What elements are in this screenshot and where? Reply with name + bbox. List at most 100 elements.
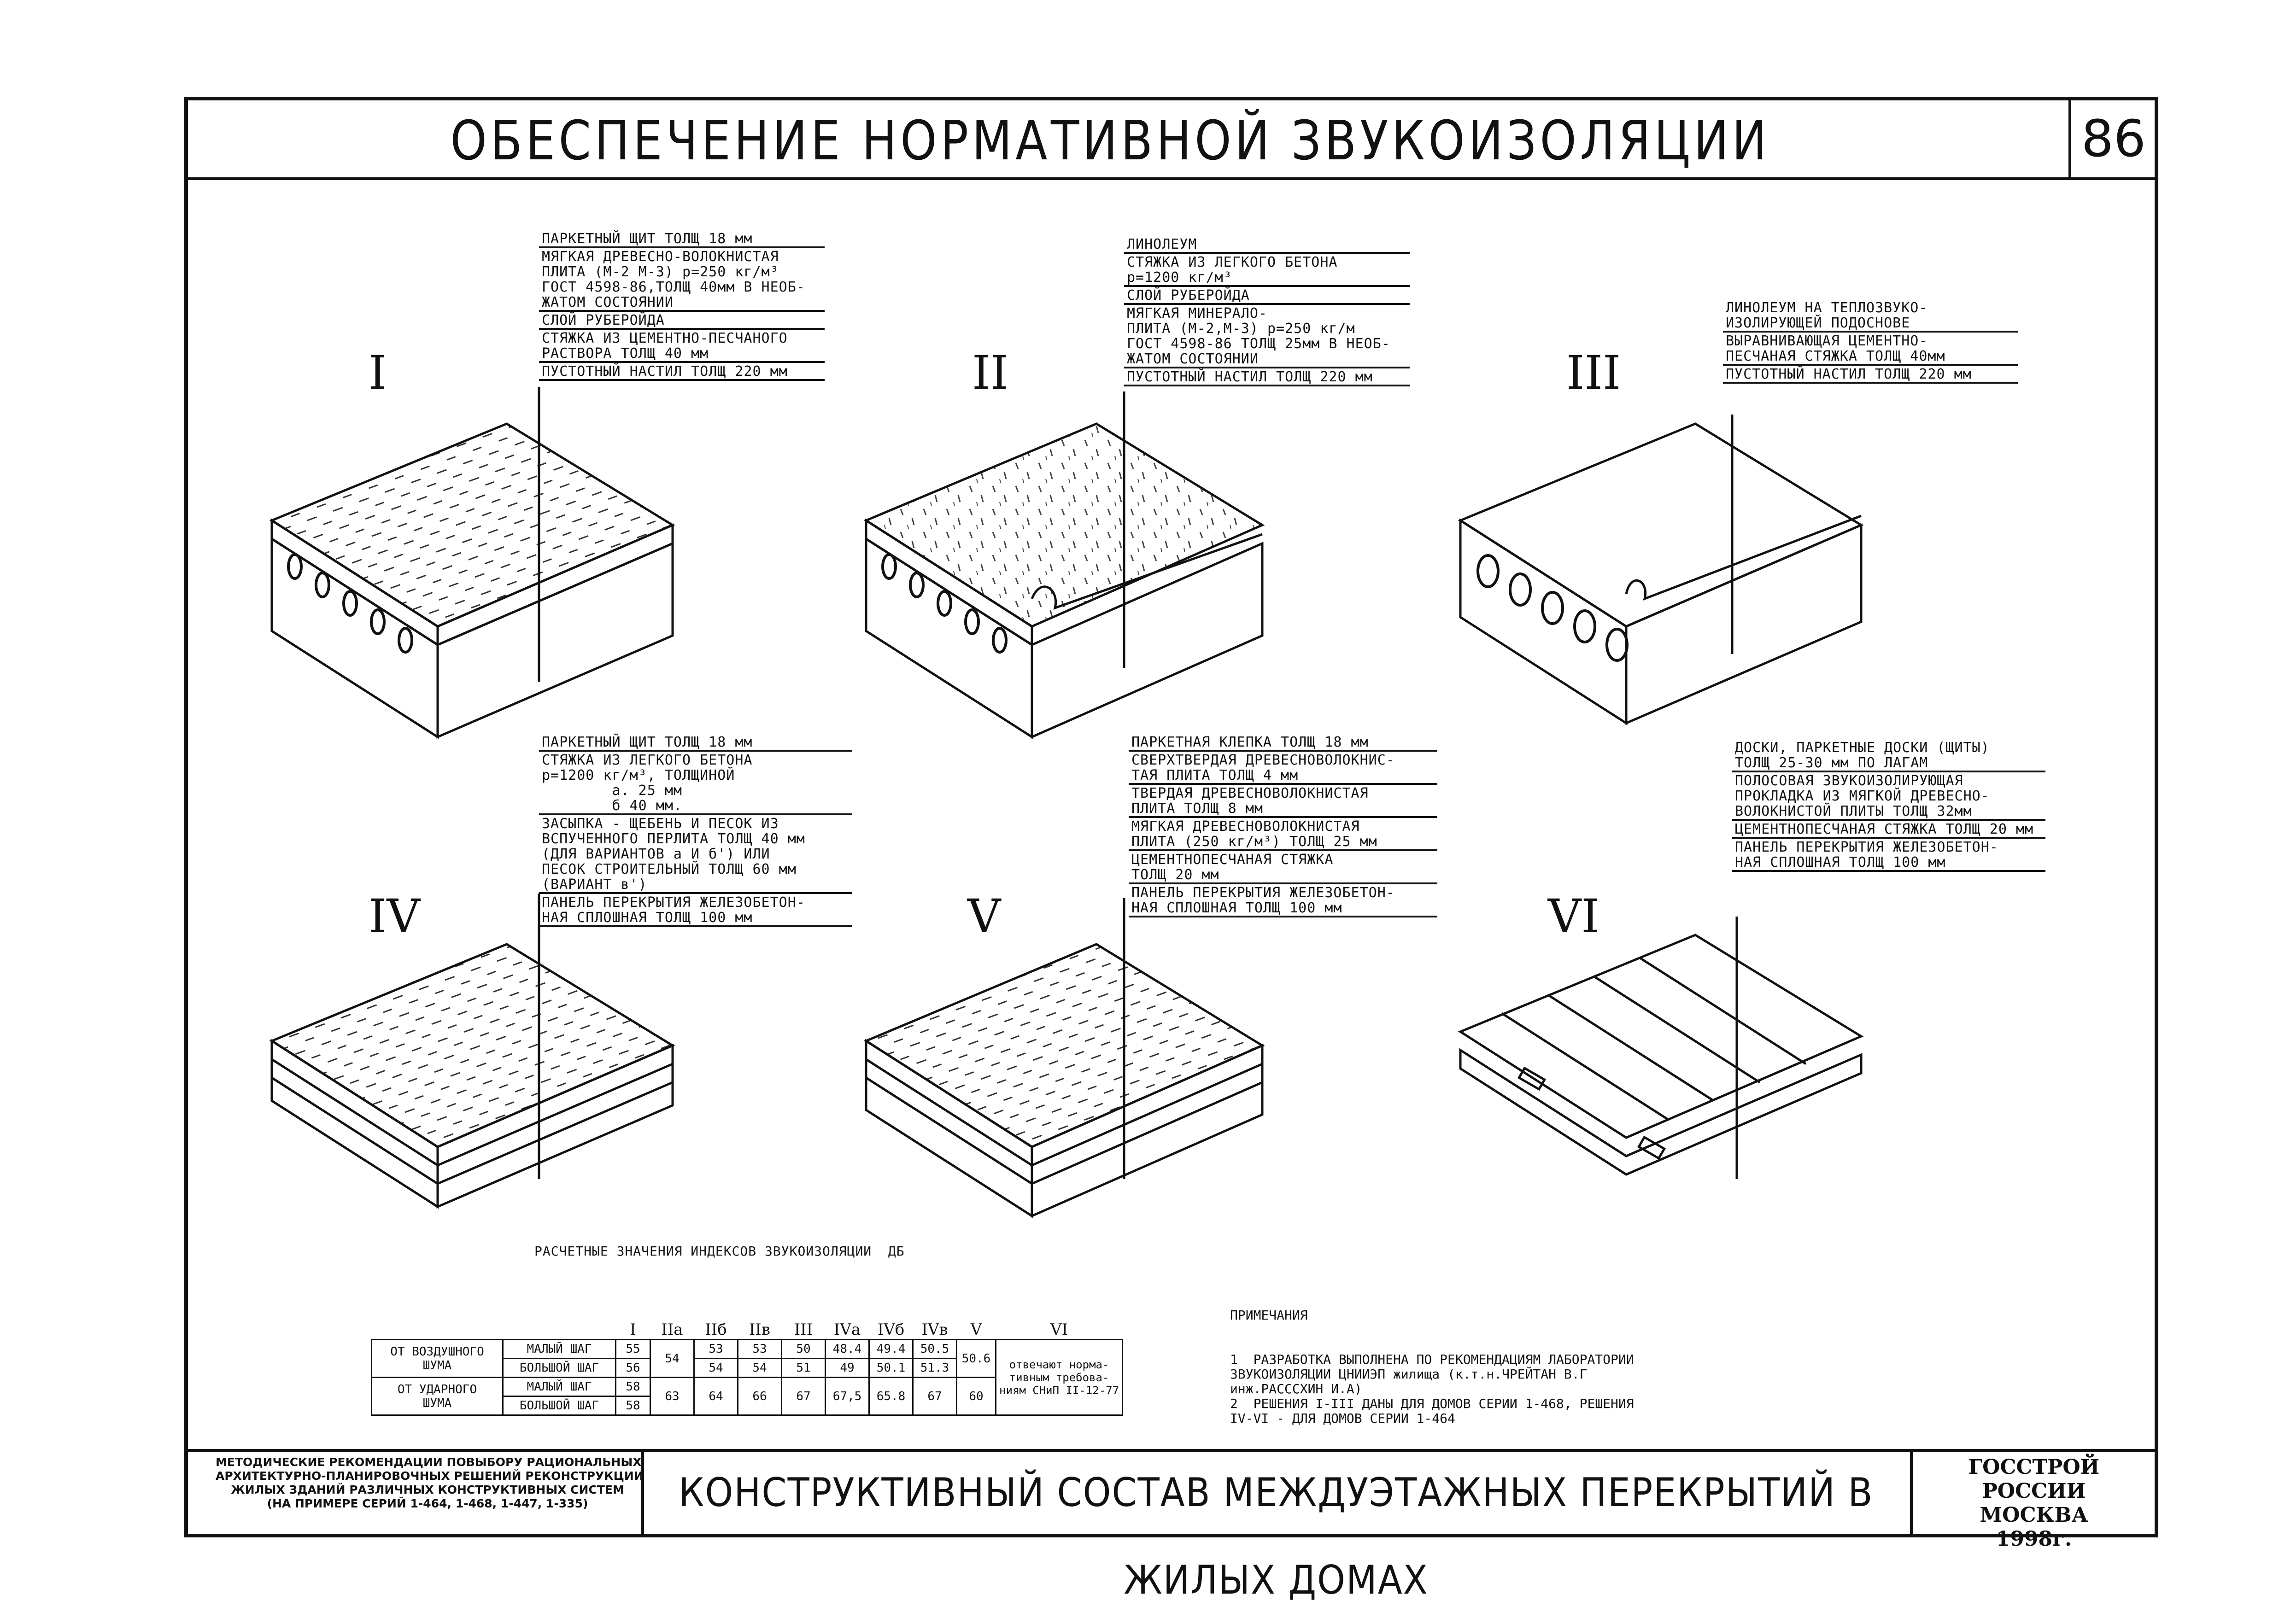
variant-label-2: II <box>972 346 1009 400</box>
drawing-variant-3 <box>1458 415 1864 725</box>
notes-text: 1 РАЗРАБОТКА ВЫПОЛНЕНА ПО РЕКОМЕНДАЦИЯМ … <box>1230 1352 1634 1426</box>
table-cell: 67 <box>781 1377 826 1416</box>
layer-4: СТЯЖКА ИЗ ЦЕМЕНТНО-ПЕСЧАНОГО РАСТВОРА ТО… <box>539 330 825 363</box>
layer-1: ПАРКЕТНЫЙ ЩИТ ТОЛЩ 18 мм <box>539 230 825 248</box>
sheet-number-box <box>2068 100 2159 177</box>
table-cell: 50.6 <box>956 1339 996 1378</box>
organization-year: 1998г. <box>1996 1527 2072 1551</box>
table-cell: 53 <box>737 1339 782 1359</box>
table-cell: 67,5 <box>825 1377 870 1416</box>
variant-label-1: I <box>369 346 387 400</box>
layer-6: ПАНЕЛЬ ПЕРЕКРЫТИЯ ЖЕЛЕЗОБЕТОН- НАЯ СПЛОШ… <box>1129 884 1437 917</box>
table-cell: 48.4 <box>825 1339 870 1359</box>
step-label: БОЛЬШОЙ ШАГ <box>502 1358 616 1378</box>
variant-label-6: VI <box>1548 889 1599 943</box>
layer-5: ЦЕМЕНТНОПЕСЧАНАЯ СТЯЖКА ТОЛЩ 20 мм <box>1129 851 1437 884</box>
col-header: IIб <box>705 1320 727 1339</box>
table-cell: 58 <box>615 1377 651 1397</box>
col-header: I <box>630 1320 636 1339</box>
layer-1: ДОСКИ, ПАРКЕТНЫЕ ДОСКИ (ЩИТЫ) ТОЛЩ 25-30… <box>1732 739 2045 772</box>
step-label: БОЛЬШОЙ ШАГ <box>502 1396 616 1416</box>
col-header: III <box>794 1320 813 1339</box>
organization-name: ГОССТРОЙ РОССИИ <box>1968 1455 2100 1503</box>
table-cell: 67 <box>912 1377 957 1416</box>
insulation-index-table: I IIа IIб IIв III IVа IVб IVв V VI ОТ ВО… <box>371 1314 1124 1416</box>
step-label: МАЛЫЙ ШАГ <box>502 1339 616 1359</box>
layer-3: СЛОЙ РУБЕРОЙДА <box>539 312 825 330</box>
layer-3: ТВЕРДАЯ ДРЕВЕСНОВОЛОКНИСТАЯ ПЛИТА ТОЛЩ 8… <box>1129 785 1437 818</box>
methodology-caption: МЕТОДИЧЕСКИЕ РЕКОМЕНДАЦИИ ПОВЫБОРУ РАЦИО… <box>216 1455 644 1510</box>
legend-variant-6: ДОСКИ, ПАРКЕТНЫЕ ДОСКИ (ЩИТЫ) ТОЛЩ 25-30… <box>1732 739 2045 872</box>
legend-variant-3: ЛИНОЛЕУМ НА ТЕПЛОЗВУКО- ИЗОЛИРУЮЩЕЙ ПОДО… <box>1723 299 2018 384</box>
table-cell: 49 <box>825 1358 870 1378</box>
table-cell: 50.5 <box>912 1339 957 1359</box>
layer-2: ПОЛОСОВАЯ ЗВУКОИЗОЛИРУЮЩАЯ ПРОКЛАДКА ИЗ … <box>1732 772 2045 821</box>
drawing-frame <box>184 97 2158 1537</box>
col-header: IIа <box>661 1320 683 1339</box>
layer-1: ПАРКЕТНЫЙ ЩИТ ТОЛЩ 18 мм <box>539 734 852 752</box>
table-cell: 51 <box>781 1358 826 1378</box>
drawing-variant-2 <box>863 391 1265 739</box>
col-header: V <box>970 1320 982 1339</box>
layer-2: МЯГКАЯ ДРЕВЕСНО-ВОЛОКНИСТАЯ ПЛИТА (М-2 М… <box>539 248 825 312</box>
table-cell: 58 <box>615 1396 651 1416</box>
table-cell: 50.1 <box>868 1358 914 1378</box>
table-cell: 60 <box>956 1377 996 1416</box>
layer-4: ПАНЕЛЬ ПЕРЕКРЫТИЯ ЖЕЛЕЗОБЕТОН- НАЯ СПЛОШ… <box>539 894 852 927</box>
sheet-number: 86 <box>2081 109 2146 168</box>
row-label-impact: ОТ УДАРНОГО ШУМА <box>371 1377 504 1416</box>
layer-1: ЛИНОЛЕУМ НА ТЕПЛОЗВУКО- ИЗОЛИРУЮЩЕЙ ПОДО… <box>1723 299 2018 333</box>
layer-2: СТЯЖКА ИЗ ЛЕГКОГО БЕТОНА р=1200 кг/м³, Т… <box>539 752 852 815</box>
organization-block: ГОССТРОЙ РОССИИ МОСКВА 1998г. <box>1916 1455 2151 1551</box>
table-cell: 54 <box>650 1339 695 1378</box>
row-label-air: ОТ ВОЗДУШНОГО ШУМА <box>371 1339 504 1378</box>
variant-label-5: V <box>967 889 1001 943</box>
layer-4: МЯГКАЯ МИНЕРАЛО- ПЛИТА (М-2,М-3) р=250 к… <box>1124 305 1410 368</box>
layer-4: ПАНЕЛЬ ПЕРЕКРЫТИЯ ЖЕЛЕЗОБЕТОН- НАЯ СПЛОШ… <box>1732 839 2045 872</box>
table-cell: 49.4 <box>868 1339 914 1359</box>
table-cell: 56 <box>615 1358 651 1378</box>
layer-2: СВЕРХТВЕРДАЯ ДРЕВЕСНОВОЛОКНИС- ТАЯ ПЛИТА… <box>1129 752 1437 785</box>
table-caption: РАСЧЕТНЫЕ ЗНАЧЕНИЯ ИНДЕКСОВ ЗВУКОИЗОЛЯЦИ… <box>534 1244 905 1259</box>
title-block-divider <box>188 1449 2155 1452</box>
title-block-separator <box>641 1449 644 1536</box>
drawing-variant-5 <box>863 898 1265 1218</box>
col-header: IVв <box>921 1320 948 1339</box>
layer-2: ВЫРАВНИВАЮЩАЯ ЦЕМЕНТНО- ПЕСЧАНАЯ СТЯЖКА … <box>1723 333 2018 366</box>
layer-1: ЛИНОЛЕУМ <box>1124 236 1410 254</box>
layer-4: МЯГКАЯ ДРЕВЕСНОВОЛОКНИСТАЯ ПЛИТА (250 кг… <box>1129 818 1437 851</box>
variant-label-3: III <box>1566 346 1621 400</box>
legend-variant-5: ПАРКЕТНАЯ КЛЕПКА ТОЛЩ 18 мм СВЕРХТВЕРДАЯ… <box>1129 734 1437 917</box>
layer-3: ПУСТОТНЫЙ НАСТИЛ ТОЛЩ 220 мм <box>1723 366 2018 384</box>
step-label: МАЛЫЙ ШАГ <box>502 1377 616 1397</box>
legend-variant-1: ПАРКЕТНЫЙ ЩИТ ТОЛЩ 18 мм МЯГКАЯ ДРЕВЕСНО… <box>539 230 825 381</box>
layer-1: ПАРКЕТНАЯ КЛЕПКА ТОЛЩ 18 мм <box>1129 734 1437 752</box>
table-cell: 63 <box>650 1377 695 1416</box>
table-cell: 55 <box>615 1339 651 1359</box>
layer-5: ПУСТОТНЫЙ НАСТИЛ ТОЛЩ 220 мм <box>539 363 825 381</box>
table-cell: 64 <box>693 1377 738 1416</box>
layer-2: СТЯЖКА ИЗ ЛЕГКОГО БЕТОНА р=1200 кг/м³ <box>1124 254 1410 287</box>
drawing-variant-6 <box>1458 917 1864 1179</box>
layer-3: ЦЕМЕНТНОПЕСЧАНАЯ СТЯЖКА ТОЛЩ 20 мм <box>1732 821 2045 839</box>
notes-title: ПРИМЕЧАНИЯ <box>1230 1308 1308 1323</box>
variant-label-4: IV <box>369 889 420 943</box>
layer-5: ПУСТОТНЫЙ НАСТИЛ ТОЛЩ 220 мм <box>1124 368 1410 386</box>
col-header: IVа <box>833 1320 861 1339</box>
notes-block: ПРИМЕЧАНИЯ 1 РАЗРАБОТКА ВЫПОЛНЕНА ПО РЕК… <box>1230 1279 1634 1441</box>
title-block-separator <box>1910 1449 1913 1536</box>
vi-note: отвечают норма- тивным требова- ниям СНи… <box>995 1339 1124 1416</box>
drawing-variant-4 <box>269 894 675 1209</box>
legend-variant-4: ПАРКЕТНЫЙ ЩИТ ТОЛЩ 18 мм СТЯЖКА ИЗ ЛЕГКО… <box>539 734 852 927</box>
table-cell: 54 <box>693 1358 738 1378</box>
col-header: VI <box>1050 1320 1068 1339</box>
page-title: ОБЕСПЕЧЕНИЕ НОРМАТИВНОЙ ЗВУКОИЗОЛЯЦИИ <box>450 109 1770 172</box>
drawing-variant-1 <box>269 387 675 739</box>
table-cell: 65.8 <box>868 1377 914 1416</box>
layer-3: СЛОЙ РУБЕРОЙДА <box>1124 287 1410 305</box>
col-header: IIв <box>749 1320 770 1339</box>
layer-3: ЗАСЫПКА - ЩЕБЕНЬ И ПЕСОК ИЗ ВСПУЧЕННОГО … <box>539 815 852 894</box>
table-cell: 51.3 <box>912 1358 957 1378</box>
drawing-title: КОНСТРУКТИВНЫЙ СОСТАВ МЕЖДУЭТАЖНЫХ ПЕРЕК… <box>679 1470 1874 1603</box>
